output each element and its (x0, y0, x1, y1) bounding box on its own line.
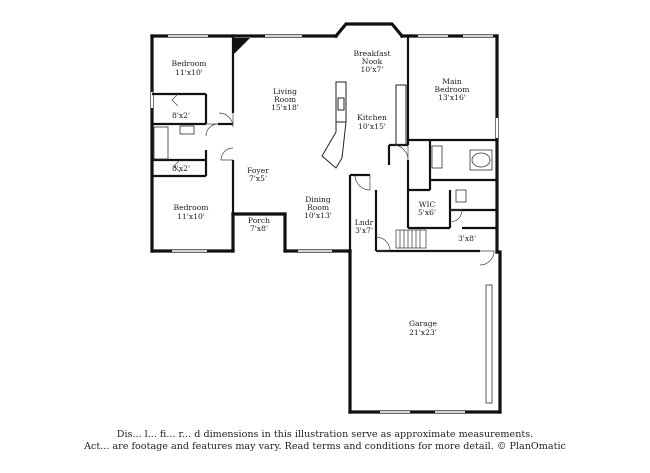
wic-dim: 5'x6' (418, 208, 436, 217)
dining-name-2: Room (307, 203, 329, 212)
dining-name: Dining (305, 195, 331, 204)
bedroom-3-dim: 11'x10' (177, 212, 205, 221)
dining-dim: 10'x13' (304, 211, 332, 220)
interior-walls (152, 36, 497, 253)
kitchen-dim: 10'x15' (358, 122, 386, 131)
laundry-dim: 3'x7' (355, 226, 373, 235)
room-labels: Bedroom 11'x10' 8'x2' 8'x2' Bedroom 11'x… (172, 49, 477, 337)
living-name-2: Room (274, 95, 296, 104)
exterior-walls (150, 22, 502, 414)
disclaimer-line-1: Dis... l... fi... r... d dimensions in t… (116, 429, 534, 440)
bath-fixtures (153, 125, 493, 203)
disclaimer-line-2: Act... are footage and features may vary… (84, 441, 566, 452)
garage-name: Garage (409, 319, 438, 328)
laundry-name: Lndr (355, 218, 374, 227)
garage-door (485, 284, 493, 404)
closet-a-dim: 8'x2' (172, 111, 190, 120)
main-bedroom-dim: 13'x16' (438, 93, 466, 102)
foyer-dim: 7'x5' (249, 174, 267, 183)
living-dim: 15'x18' (271, 103, 299, 112)
wic-name: WIC (419, 200, 436, 209)
garage-dim: 21'x23' (409, 328, 437, 337)
closet-b-dim: 8'x2' (172, 164, 190, 173)
kitchen-name: Kitchen (357, 113, 387, 122)
fireplace-label: FP (242, 45, 250, 52)
window-lines (168, 35, 493, 413)
bedroom-2-dim: 11'x10' (175, 68, 203, 77)
bedroom-3-name: Bedroom (174, 203, 209, 212)
main-bedroom-name-2: Bedroom (435, 85, 470, 94)
foyer-name: Foyer (247, 166, 269, 175)
main-bedroom-name: Main (442, 77, 462, 86)
porch-name: Porch (248, 216, 270, 225)
bath-closet-dim: 3'x8' (458, 234, 476, 243)
breakfast-dim: 10'x7' (361, 65, 384, 74)
kitchen-counters (321, 81, 407, 169)
bedroom-2-name: Bedroom (172, 59, 207, 68)
porch-dim: 7'x8' (250, 224, 268, 233)
breakfast-name: Breakfast (353, 49, 390, 58)
stairs (395, 229, 427, 249)
fireplace-icon (233, 38, 250, 55)
breakfast-name-2: Nook (362, 57, 383, 66)
living-name: Living (273, 87, 297, 96)
doors (171, 93, 495, 266)
